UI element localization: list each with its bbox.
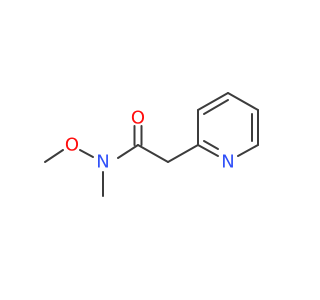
- atom-label-nitrogen-pyridine: N: [221, 152, 234, 173]
- bond-ring-n-c2-inner: [203, 140, 219, 150]
- bond-carbonyl-c-to-n: [117, 144, 139, 159]
- bond-carbonyl-c-to-ch2: [137, 144, 169, 163]
- molecule-structure-diagram: O N O N: [44, 92, 259, 197]
- bond-ring-c3-c4: [197, 92, 229, 111]
- atom-label-nitrogen-amide: N: [96, 152, 109, 173]
- bond-n-to-o-methoxy: [79, 149, 94, 158]
- bond-ch2-to-pyridine: [167, 144, 199, 163]
- bond-ring-c3-c4-inner: [203, 99, 229, 115]
- bond-ring-c6-n: [237, 144, 259, 157]
- bond-o-to-methyl: [44, 149, 64, 163]
- bond-ring-c4-c5: [227, 92, 259, 111]
- atom-label-oxygen-carbonyl: O: [131, 108, 145, 129]
- bond-ring-n-c2: [197, 144, 219, 157]
- atom-labels-group: O N O N: [65, 108, 235, 173]
- atom-label-oxygen-methoxy: O: [65, 135, 79, 156]
- bonds-group: [44, 92, 259, 197]
